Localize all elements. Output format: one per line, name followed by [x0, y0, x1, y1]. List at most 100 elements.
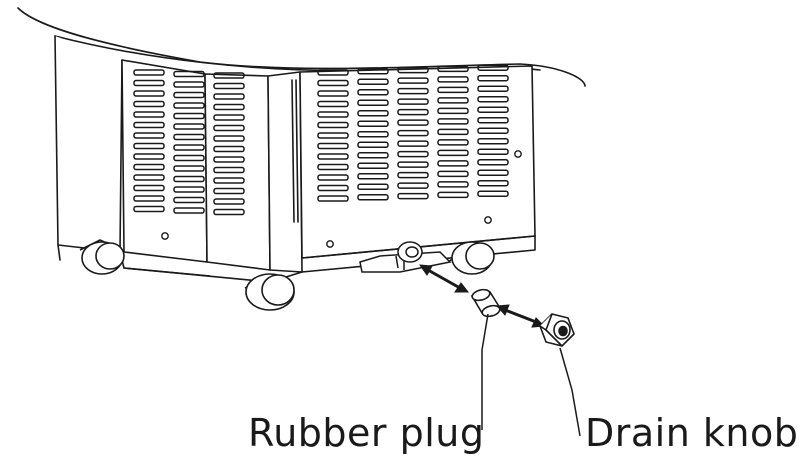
- vent-slat: [397, 140, 429, 147]
- vent-slat: [397, 66, 429, 74]
- caster-wheel-left: [79, 239, 125, 275]
- vent-slat: [437, 118, 469, 125]
- vent-slat: [173, 207, 205, 214]
- vent-slat: [437, 170, 469, 178]
- vent-slat: [357, 173, 389, 180]
- vent-slat: [317, 100, 349, 108]
- vent-slat: [133, 195, 165, 202]
- rubber-plug-part: [470, 288, 502, 318]
- drain-outlet-bracket: [359, 251, 452, 273]
- vent-slat: [173, 112, 205, 120]
- vent-slat: [317, 163, 349, 171]
- vent-slat: [173, 102, 205, 109]
- vent-slat: [477, 179, 509, 187]
- vent-slat: [213, 208, 245, 216]
- vent-slat: [317, 153, 349, 160]
- screw-hole: [161, 232, 169, 240]
- vent-grille-right: [317, 64, 509, 202]
- vent-slat: [173, 196, 205, 204]
- label-rubber-plug: Rubber plug: [248, 411, 485, 455]
- vent-slat: [133, 174, 165, 181]
- vent-slat: [357, 194, 389, 201]
- drain-outlet: [395, 241, 423, 270]
- vent-slat: [437, 86, 469, 94]
- vent-slat: [213, 135, 245, 142]
- vent-slat: [477, 106, 509, 113]
- vent-slat: [317, 174, 349, 181]
- vent-slat: [173, 154, 205, 162]
- vent-slat: [173, 123, 205, 130]
- vent-slat: [317, 69, 349, 76]
- vent-slat: [317, 121, 349, 129]
- screw-hole: [484, 216, 492, 224]
- vent-slat: [397, 119, 429, 126]
- arrow-plug-knob: [495, 304, 546, 328]
- vent-slat: [437, 128, 469, 136]
- unit-corner-slot: [291, 79, 299, 223]
- vent-slat: [397, 150, 429, 158]
- vent-slat: [477, 116, 509, 124]
- vent-slat: [173, 70, 205, 78]
- vent-slat: [133, 153, 165, 160]
- vent-slat: [357, 89, 389, 96]
- vent-slat: [437, 191, 469, 199]
- vent-slat: [397, 129, 429, 137]
- vent-slat: [173, 81, 205, 88]
- vent-slat: [357, 162, 389, 170]
- vent-slat: [173, 186, 205, 193]
- label-drain-knob: Drain knob: [585, 411, 799, 455]
- vent-slat: [213, 82, 245, 90]
- vent-slat: [437, 97, 469, 104]
- vent-slat: [173, 175, 205, 183]
- vent-slat: [477, 148, 509, 155]
- vent-slat: [213, 187, 245, 195]
- vent-slat: [317, 90, 349, 97]
- vent-slat: [477, 137, 509, 145]
- vent-slat: [397, 171, 429, 179]
- vent-slat: [173, 144, 205, 151]
- vent-slat: [317, 195, 349, 202]
- vent-slat: [357, 152, 389, 159]
- vent-slat: [173, 165, 205, 172]
- vent-slat: [477, 95, 509, 103]
- unit-left-edge: [57, 244, 61, 261]
- caster-wheel-front: [244, 273, 295, 311]
- vent-slat: [213, 72, 245, 79]
- vent-slat: [357, 183, 389, 191]
- unit-top-curve: [17, 7, 586, 87]
- vent-slat: [213, 124, 245, 132]
- vent-slat: [133, 121, 165, 129]
- vent-slat: [357, 68, 389, 75]
- vent-slat: [213, 103, 245, 111]
- vent-slat: [317, 132, 349, 139]
- vent-slat: [133, 111, 165, 118]
- unit-base-skirt-inner: [123, 267, 211, 277]
- vent-slat: [397, 98, 429, 105]
- vent-slat: [397, 161, 429, 168]
- vent-slat: [357, 110, 389, 117]
- vent-slat: [397, 87, 429, 95]
- vent-slat: [357, 141, 389, 149]
- vent-slat: [437, 181, 469, 188]
- vent-slat: [437, 107, 469, 115]
- vent-slat: [133, 142, 165, 150]
- caster-wheel-right: [447, 241, 495, 275]
- arrow-outlet-plug: [418, 264, 470, 293]
- vent-slat: [357, 78, 389, 86]
- leader-line-drain-knob: [559, 347, 581, 437]
- vent-slat: [133, 69, 165, 76]
- vent-slat: [437, 139, 469, 146]
- vent-slat: [213, 198, 245, 205]
- vent-slat: [133, 132, 165, 139]
- vent-slat: [357, 99, 389, 107]
- vent-slat: [213, 177, 245, 184]
- vent-slat: [213, 114, 245, 121]
- vent-slat: [437, 149, 469, 157]
- vent-slat: [133, 79, 165, 87]
- vent-slat: [213, 145, 245, 153]
- vent-slat: [317, 142, 349, 150]
- vent-slat: [213, 156, 245, 163]
- screw-hole: [514, 150, 522, 158]
- vent-slat: [477, 85, 509, 92]
